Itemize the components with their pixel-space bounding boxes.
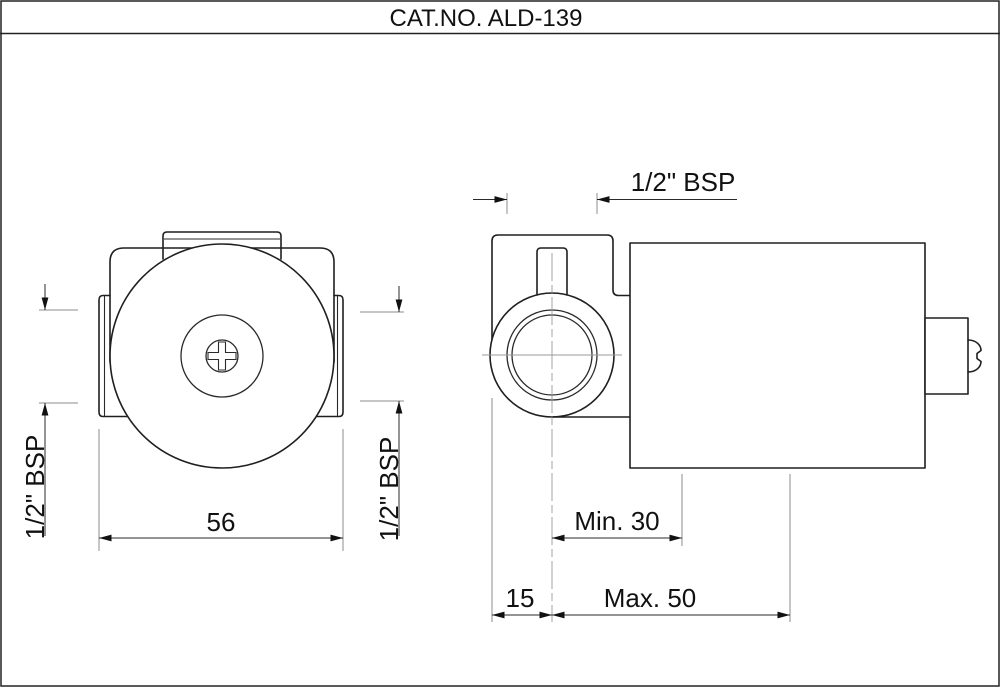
left-port-thread-label: 1/2" BSP — [20, 435, 50, 540]
extension-lines — [491, 193, 791, 622]
screw-head-circle — [205, 339, 239, 373]
side-view-dimensions: 1/2" BSP Min. 30 15 Max. 50 — [473, 167, 791, 622]
left-port-tab — [98, 294, 129, 418]
phillips-screw-icon — [207, 341, 237, 371]
min-depth-label: Min. 30 — [574, 506, 659, 536]
top-port-outline — [536, 247, 568, 296]
top-tab-outline — [162, 231, 282, 260]
dimension-lines — [473, 199, 790, 616]
flange-outline — [491, 234, 631, 341]
front-view — [98, 231, 344, 469]
max-depth-label: Max. 50 — [604, 583, 697, 613]
side-view — [482, 234, 982, 622]
dimension-lines — [44, 284, 400, 539]
right-port-tab — [315, 294, 344, 418]
front-view-dimensions: 1/2" BSP 1/2" BSP 56 — [20, 284, 404, 551]
port-thread-label: 1/2" BSP — [631, 167, 736, 197]
valve-face-circle — [109, 243, 335, 469]
spindle-end-outline — [924, 317, 969, 395]
extension-lines — [39, 309, 404, 551]
right-port-thread-label: 1/2" BSP — [374, 437, 404, 542]
spindle-tip-detail — [967, 339, 982, 373]
axis-offset-label: 15 — [506, 583, 535, 613]
trim-ring-circle — [180, 314, 264, 398]
page-title: CAT.NO. ALD-139 — [390, 5, 583, 32]
width-dimension-label: 56 — [207, 507, 236, 537]
spindle-housing-outline — [629, 242, 926, 469]
